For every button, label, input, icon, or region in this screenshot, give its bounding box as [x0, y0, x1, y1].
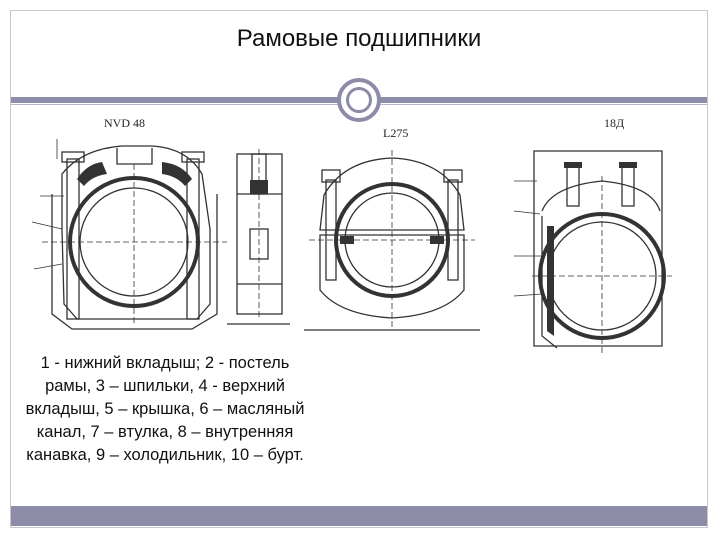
footer-bar — [11, 506, 707, 526]
slide-header: Рамовые подшипники — [11, 11, 707, 97]
slide-frame — [10, 10, 708, 528]
label-nvd48: NVD 48 — [104, 116, 145, 130]
bearing-drawing-l275 — [304, 140, 480, 332]
bearing-drawing-nvd48 — [22, 134, 290, 342]
legend-caption: 1 - нижний вкладыш; 2 - постель рамы, 3 … — [25, 354, 305, 464]
label-18d: 18Д — [604, 116, 625, 130]
slide-title: Рамовые подшипники — [236, 25, 482, 52]
bearing-drawing-18d — [512, 136, 676, 364]
ring-ornament-icon — [337, 78, 381, 122]
label-l275: L275 — [383, 126, 409, 140]
